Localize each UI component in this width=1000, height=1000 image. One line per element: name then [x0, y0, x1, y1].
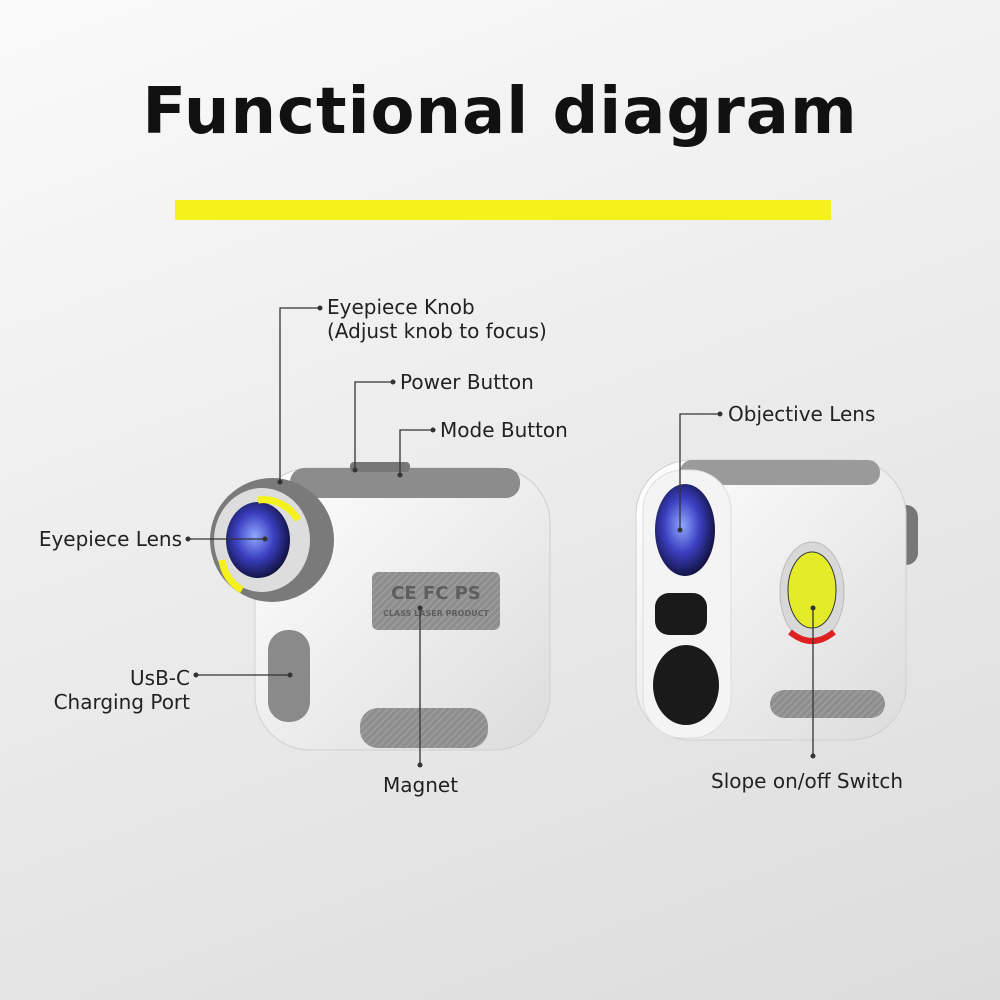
class-laser-text: CLASS LASER PRODUCT: [383, 609, 489, 618]
slope-switch: [788, 629, 836, 644]
label-mode-button: Mode Button: [440, 418, 568, 442]
brand-badge: [787, 551, 837, 629]
label-charging-port: Charging Port: [53, 690, 190, 714]
title-highlight: [175, 200, 831, 220]
page-title: Functional diagram: [142, 75, 858, 149]
certification-marks: CE FC PS: [391, 583, 481, 604]
label-usbc: UsB-C: [130, 666, 190, 690]
objective-lens: [655, 484, 715, 576]
label-magnet: Magnet: [383, 773, 459, 797]
power-mode-buttons: [350, 462, 410, 472]
label-eyepiece-lens: Eyepiece Lens: [38, 527, 182, 551]
leader-dots: [185, 305, 816, 768]
label-eyepiece-knob-note: (Adjust knob to focus): [327, 319, 547, 343]
label-power-button: Power Button: [400, 370, 534, 394]
leader-lines: [188, 307, 814, 765]
label-slope-switch: Slope on/off Switch: [711, 769, 903, 793]
eyepiece-lens: [226, 502, 290, 578]
rangefinder-front-view: [635, 459, 918, 741]
label-objective-lens: Objective Lens: [728, 402, 876, 426]
certification-plate: [372, 572, 500, 630]
title-block: Functional diagram: [0, 72, 1000, 220]
magnet-grip: [360, 708, 488, 748]
rangefinder-rear-view: CE FC PS CLASS LASER PRODUCT: [210, 462, 551, 751]
label-eyepiece-knob: Eyepiece Knob: [327, 295, 475, 319]
